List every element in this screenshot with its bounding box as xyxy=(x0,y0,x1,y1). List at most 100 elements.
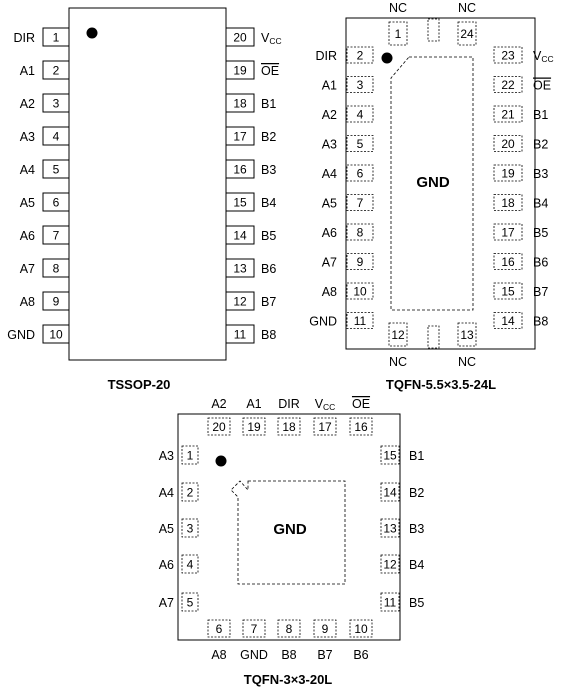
tqfn24-caption: TQFN-5.5×3.5-24L xyxy=(386,377,496,392)
pin-number: 4 xyxy=(357,108,364,122)
pin-number: 11 xyxy=(384,596,397,610)
pin-number: 8 xyxy=(286,622,293,636)
pin-number: 19 xyxy=(233,64,247,78)
pin-name: A1 xyxy=(20,64,35,78)
pin-pad xyxy=(349,619,373,638)
pin-pad xyxy=(349,417,373,436)
tssop-body xyxy=(68,7,227,361)
pin-pad xyxy=(493,164,523,182)
pin-pad xyxy=(207,619,231,638)
pin-pad xyxy=(388,21,408,46)
tqfn24-exposed-pad xyxy=(390,56,474,311)
pin-number: 6 xyxy=(53,196,60,210)
pin-number: 23 xyxy=(501,49,515,63)
pin-name: A5 xyxy=(20,196,35,210)
pin-pad xyxy=(380,482,400,502)
pin-name: A8 xyxy=(211,648,226,662)
pin-name: GND xyxy=(240,648,268,662)
pin-pad xyxy=(225,291,255,311)
pin-number: 2 xyxy=(187,486,194,500)
pin-name: B7 xyxy=(317,648,332,662)
pin-pad xyxy=(225,159,255,179)
pin-name: A8 xyxy=(20,295,35,309)
pin-name: B8 xyxy=(281,648,296,662)
pin-name: NC xyxy=(458,355,476,369)
pin-number: 20 xyxy=(212,420,226,434)
pin1-marker xyxy=(86,27,98,39)
pin-pad xyxy=(225,324,255,344)
pin1-marker xyxy=(215,455,227,467)
pin-name: B5 xyxy=(409,596,424,610)
pin-name: B4 xyxy=(533,197,548,211)
pin-name: B2 xyxy=(261,130,276,144)
pin-pad xyxy=(207,417,231,436)
pin-name: VCC xyxy=(315,397,336,412)
pin-name: B5 xyxy=(261,229,276,243)
pin-number: 14 xyxy=(501,314,515,328)
pin-pad xyxy=(493,76,523,93)
pin-pad xyxy=(42,258,70,278)
pin-number: 16 xyxy=(354,420,368,434)
pin-number: 14 xyxy=(383,486,397,500)
pin-name: B2 xyxy=(533,138,548,152)
pin-pad xyxy=(42,60,70,80)
pin-name-base: V xyxy=(533,49,542,63)
pin-number: 11 xyxy=(354,314,367,328)
pin-number: 1 xyxy=(395,27,402,41)
pin-number: 13 xyxy=(460,328,474,342)
pin-name: DIR xyxy=(278,397,300,411)
pin-pad xyxy=(225,27,255,47)
pin-pad xyxy=(380,518,400,538)
pin-pad xyxy=(380,592,400,612)
pin-name: A2 xyxy=(20,97,35,111)
pin-pad xyxy=(225,126,255,146)
pin-number: 20 xyxy=(233,31,247,45)
pin-pad xyxy=(346,194,374,211)
pin-number: 3 xyxy=(187,522,194,536)
pin-pad xyxy=(493,105,523,123)
pin-number: 19 xyxy=(501,167,515,181)
pin-number: 8 xyxy=(357,226,364,240)
pin-number: 2 xyxy=(357,49,364,63)
pin1-marker xyxy=(381,52,393,64)
pin-pad xyxy=(225,225,255,245)
pin-number: 10 xyxy=(353,285,367,299)
pin-name: A8 xyxy=(322,285,337,299)
pin-number: 16 xyxy=(233,163,247,177)
pin-pad xyxy=(493,46,523,64)
pin-name: B3 xyxy=(409,522,424,536)
pin-number: 4 xyxy=(53,130,60,144)
pin-pad xyxy=(225,93,255,113)
pin-pad xyxy=(313,619,337,638)
pin-name: A7 xyxy=(20,262,35,276)
pin-pad xyxy=(277,417,301,436)
pin-number: 3 xyxy=(357,78,364,92)
pin-number: 10 xyxy=(49,328,63,342)
pin-pad xyxy=(346,164,374,182)
pin-name-subscript: CC xyxy=(541,54,553,64)
pin-number: 6 xyxy=(357,167,364,181)
pin-name: B5 xyxy=(533,226,548,240)
pin-name: OE xyxy=(352,397,370,411)
pin-number: 22 xyxy=(501,78,515,92)
pin-pad xyxy=(277,619,301,638)
pin-number: 18 xyxy=(233,97,247,111)
pin-name: B6 xyxy=(353,648,368,662)
pin-name: GND xyxy=(309,315,337,329)
pin-name: DIR xyxy=(315,49,337,63)
tqfn24-corner-tab xyxy=(427,18,440,42)
pin-number: 12 xyxy=(391,328,405,342)
pin-pad xyxy=(380,554,400,574)
pin-name: A4 xyxy=(322,167,337,181)
pin-number: 18 xyxy=(282,420,296,434)
pin-name: B8 xyxy=(533,315,548,329)
pin-number: 20 xyxy=(501,137,515,151)
pin-name: A7 xyxy=(322,256,337,270)
pin-name: B6 xyxy=(533,256,548,270)
pin-pad xyxy=(346,46,374,64)
